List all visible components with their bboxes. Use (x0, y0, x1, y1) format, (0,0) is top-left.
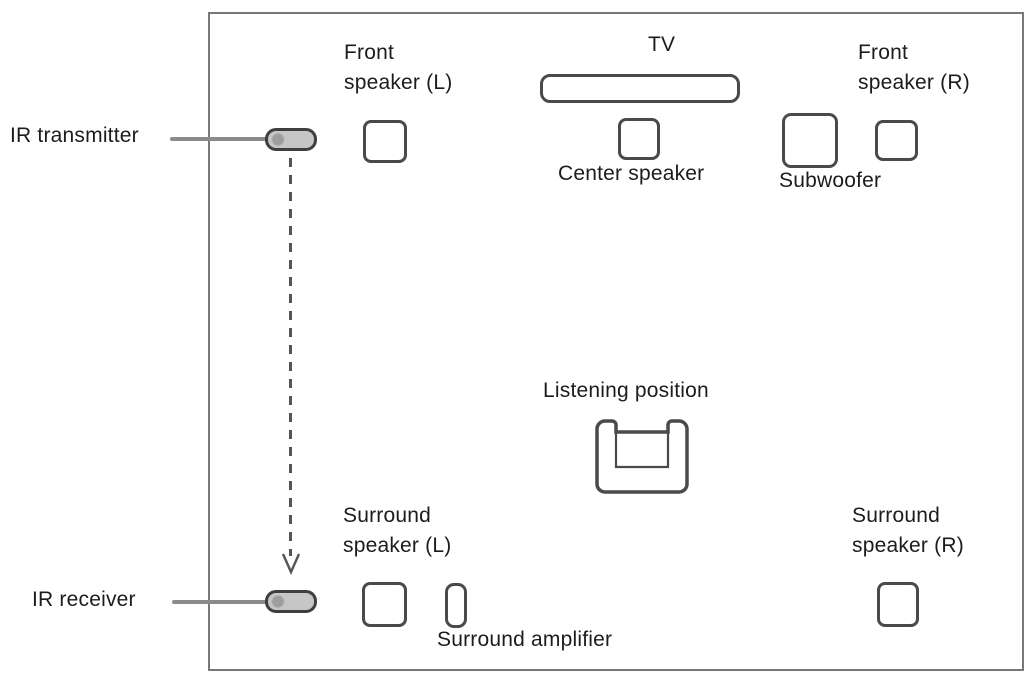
ir-receiver-leader-line (172, 600, 268, 604)
surround-amplifier-label: Surround amplifier (437, 628, 613, 651)
front-speaker-l-label: Front speaker (L) (344, 41, 453, 94)
ir-transmitter-device-icon (265, 128, 317, 151)
center-speaker-label: Center speaker (558, 162, 705, 185)
ir-transmitter-label: IR transmitter (10, 124, 139, 147)
ir-receiver-label: IR receiver (32, 588, 136, 611)
front-speaker-r-label: Front speaker (R) (858, 41, 970, 94)
tv-shape (540, 74, 740, 103)
subwoofer-label: Subwoofer (779, 169, 882, 192)
front-speaker-r-shape (875, 120, 918, 161)
listening-position-icon (595, 419, 689, 494)
room-outline (208, 12, 1024, 671)
subwoofer-shape (782, 113, 838, 168)
surround-speaker-l-shape (362, 582, 407, 627)
ir-signal-dashed-line (289, 158, 292, 556)
ir-receiver-device-icon (265, 590, 317, 613)
surround-speaker-r-shape (877, 582, 919, 627)
arrow-down-icon (281, 553, 301, 575)
surround-speaker-r-label: Surround speaker (R) (852, 504, 964, 557)
tv-label: TV (648, 33, 676, 56)
listening-position-label: Listening position (543, 379, 709, 402)
surround-amplifier-shape (445, 583, 467, 628)
center-speaker-shape (618, 118, 660, 160)
surround-speaker-l-label: Surround speaker (L) (343, 504, 452, 557)
front-speaker-l-shape (363, 120, 407, 163)
ir-transmitter-leader-line (170, 137, 268, 141)
